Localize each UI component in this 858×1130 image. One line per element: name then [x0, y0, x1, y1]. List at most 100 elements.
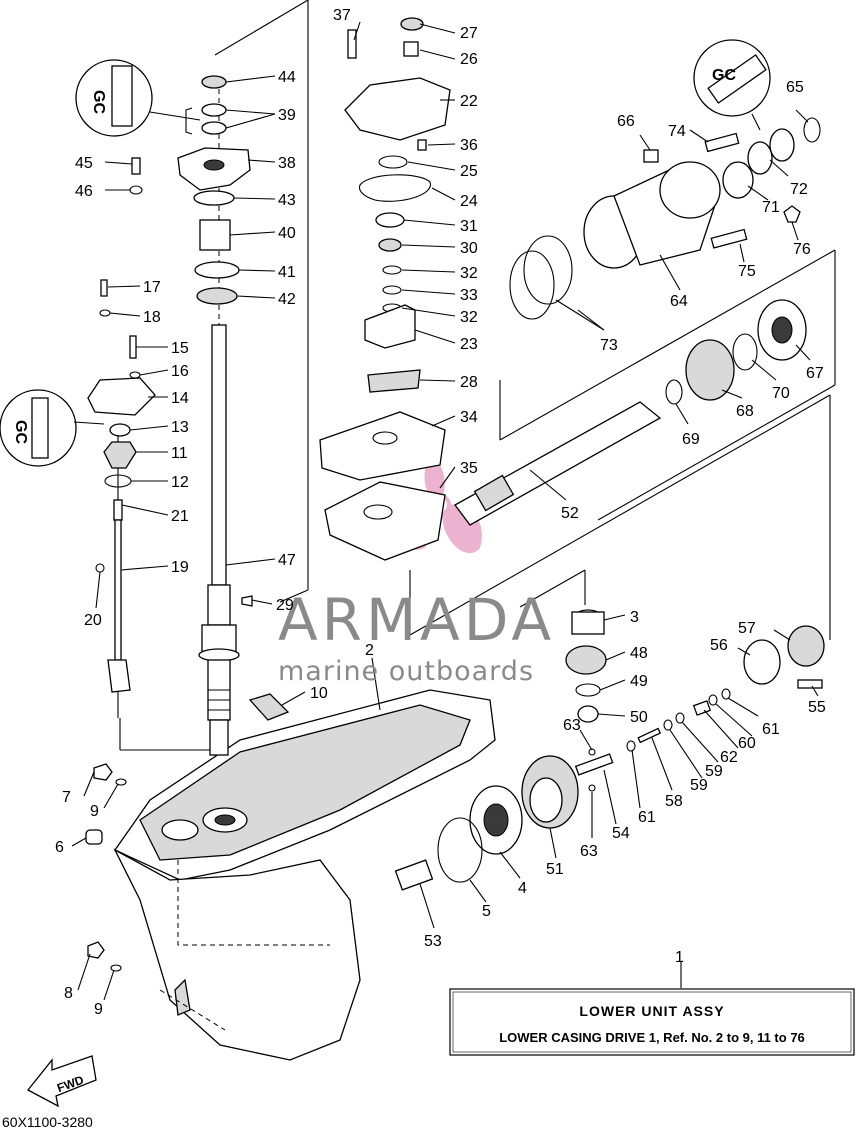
callout: 32: [460, 309, 478, 326]
callout: 47: [278, 552, 296, 569]
callout: 10: [310, 685, 328, 702]
callout: 66: [617, 113, 635, 130]
callout: 23: [460, 336, 478, 353]
callout: 9: [94, 1001, 103, 1018]
callout: 59: [690, 777, 708, 794]
watermark-name: ARMADA: [278, 586, 555, 654]
callout: 60: [738, 735, 756, 752]
diagram-code: 60X1100-3280: [2, 1114, 93, 1130]
callout: 55: [808, 699, 826, 716]
callout: 64: [670, 293, 688, 310]
callout: 37: [333, 7, 351, 24]
callout: 2: [365, 642, 374, 659]
assembly-info-box: LOWER UNIT ASSY LOWER CASING DRIVE 1, Re…: [449, 988, 855, 1056]
shift-rod-assembly: [87, 279, 156, 693]
assembly-title: LOWER UNIT ASSY: [579, 1003, 724, 1019]
callout: 59: [705, 763, 723, 780]
callout: 41: [278, 264, 296, 281]
callout: 25: [460, 163, 478, 180]
callout: 1: [675, 949, 684, 966]
callout: 63: [580, 843, 598, 860]
drive-shaft: [198, 80, 240, 756]
callout: 44: [278, 69, 296, 86]
fwd-arrow: FWD: [27, 1055, 97, 1108]
grease-label-c: GC: [712, 67, 736, 84]
callout: 13: [171, 419, 189, 436]
callout: 15: [171, 340, 189, 357]
callout: 58: [665, 793, 683, 810]
callout: 61: [638, 809, 656, 826]
upper-seal-stack: [177, 75, 251, 305]
grease-badge-top-left: GC: [75, 59, 201, 137]
callout: 34: [460, 409, 478, 426]
callout: 8: [64, 985, 73, 1002]
callout: 35: [460, 460, 478, 477]
callout: 65: [786, 79, 804, 96]
callout: 29: [276, 597, 294, 614]
callout: 76: [793, 241, 811, 258]
callout: 48: [630, 645, 648, 662]
callout: 57: [738, 620, 756, 637]
callout: 5: [482, 903, 491, 920]
grease-badge-top-right: GC: [693, 39, 771, 131]
callout: 3: [630, 609, 639, 626]
grease-label-b: GC: [12, 420, 29, 444]
callout: 40: [278, 225, 296, 242]
callout: 20: [84, 612, 102, 629]
callout: 19: [171, 559, 189, 576]
bearing-pack: [643, 117, 821, 249]
leader-lines: [71, 21, 819, 1001]
callout: 14: [171, 390, 189, 407]
callout: 16: [171, 363, 189, 380]
callout-numbers: 37 27 26 22 36 25 24 31 30 32 33 32 23 2…: [55, 7, 826, 1018]
lower-casing: [113, 689, 496, 1061]
pinion-and-clutch-group: [565, 609, 825, 792]
callout: 42: [278, 291, 296, 308]
callout: 28: [460, 374, 478, 391]
callout: 11: [171, 445, 188, 462]
callout: 17: [143, 279, 161, 296]
callout: 31: [460, 218, 478, 235]
callout: 22: [460, 93, 478, 110]
callout: 68: [736, 403, 754, 420]
watermark-tagline: marine outboards: [278, 656, 534, 687]
callout: 53: [424, 933, 442, 950]
callout: 21: [171, 508, 189, 525]
callout: 52: [561, 505, 579, 522]
grease-label-a: GC: [90, 90, 107, 114]
reverse-gear-group: [394, 755, 579, 891]
callout: 74: [668, 123, 686, 140]
callout: 32: [460, 265, 478, 282]
callout: 30: [460, 240, 478, 257]
loose-fasteners: [85, 157, 290, 972]
callout: 4: [518, 880, 527, 897]
callout: 73: [600, 337, 618, 354]
callout: 67: [806, 365, 824, 382]
callout: 6: [55, 839, 64, 856]
callout: 72: [790, 181, 808, 198]
callout: 54: [612, 825, 630, 842]
callout: 12: [171, 474, 189, 491]
callout: 63: [563, 717, 581, 734]
callout: 49: [630, 673, 648, 690]
callout: 24: [460, 193, 478, 210]
callout: 38: [278, 155, 296, 172]
callout: 62: [720, 749, 738, 766]
assembly-subtitle: LOWER CASING DRIVE 1, Ref. No. 2 to 9, 1…: [499, 1030, 805, 1045]
propeller-shaft-housing: [454, 161, 721, 526]
callout: 45: [75, 155, 93, 172]
callout: 70: [772, 385, 790, 402]
callout: 36: [460, 137, 478, 154]
frame-lines: [117, 0, 836, 751]
callout: 71: [762, 199, 780, 216]
grease-badge-mid-left: GC: [0, 389, 105, 467]
callout: 33: [460, 287, 478, 304]
callout: 56: [710, 637, 728, 654]
callout: 61: [762, 721, 780, 738]
water-pump-stack: [319, 17, 451, 561]
callout: 43: [278, 192, 296, 209]
callout: 39: [278, 107, 296, 124]
callout: 46: [75, 183, 93, 200]
callout: 50: [630, 709, 648, 726]
